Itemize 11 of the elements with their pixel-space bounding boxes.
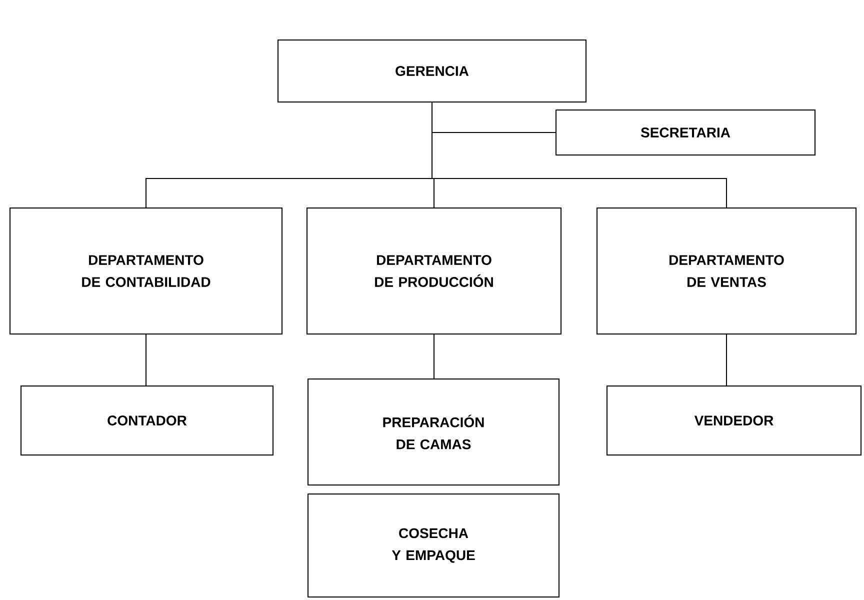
org-box: SECRETARIA [556, 110, 816, 156]
connector-line [432, 102, 727, 208]
org-box: GERENCIA [278, 40, 586, 102]
org-box: VENDEDOR [606, 386, 862, 456]
org-box: PREPARACIÓN DE CAMAS [308, 378, 560, 486]
org-box: DEPARTAMENTO DE VENTAS [596, 208, 856, 334]
org-box: DEPARTAMENTO DE PRODUCCIÓN [306, 208, 562, 334]
connector-line [726, 334, 727, 386]
org-box: DEPARTAMENTO DE CONTABILIDAD [10, 208, 282, 334]
org-box: COSECHA Y EMPAQUE [308, 494, 560, 598]
org-box: CONTADOR [20, 386, 274, 456]
